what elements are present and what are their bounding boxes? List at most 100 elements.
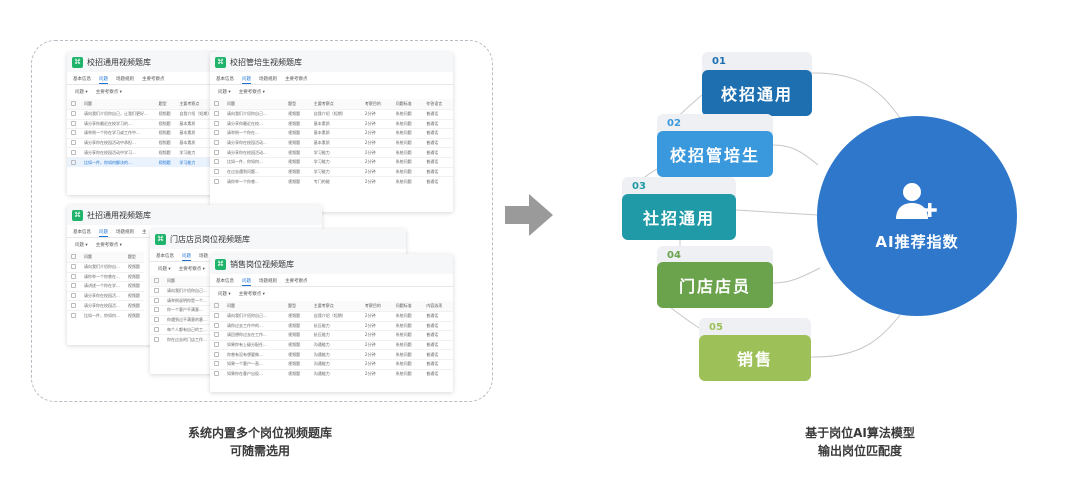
tab-basic[interactable]: 基本信息 [73,230,91,235]
row-checkbox[interactable] [214,140,219,146]
filter-question[interactable]: 问题 ▾ [75,90,88,95]
position-pill-social-general[interactable]: 社招通用 [622,194,736,240]
tab-basic[interactable]: 基本信息 [216,77,234,82]
row-checkbox[interactable] [214,111,219,117]
row-checkbox[interactable] [71,159,76,165]
tab-focus[interactable]: 主 [142,230,147,235]
table-row[interactable]: 比如一件，你如何...视频题 [67,309,144,321]
tab-questions[interactable]: 问题 [182,254,191,261]
filter-question[interactable]: 问题 ▾ [218,90,231,95]
select-all-checkbox[interactable] [214,101,219,106]
table-row[interactable]: 请举例一个你在学习或工作中...视频题基本素质 [67,128,217,139]
tab-rules[interactable]: 场题规则 [116,77,134,82]
filter-question[interactable]: 问题 ▾ [75,243,88,248]
row-checkbox[interactable] [214,168,219,174]
select-all-checkbox[interactable] [214,303,219,308]
row-checkbox[interactable] [214,120,219,126]
position-pill-sales[interactable]: 销售 [699,335,811,381]
row-checkbox[interactable] [71,293,76,299]
row-checkbox[interactable] [154,288,159,294]
table-row[interactable]: 请向我们介绍你自...视频题 [67,262,144,273]
position-pill-campus-general[interactable]: 校招通用 [702,70,812,116]
table-row[interactable]: 请分享你最近在校学习的...视频题基本素质 [67,118,217,129]
row-checkbox[interactable] [154,336,159,342]
table-row[interactable]: 请讲述一个你在学...视频题 [67,281,144,292]
row-checkbox[interactable] [214,332,219,338]
filter-focus[interactable]: 主要考察点 ▾ [95,243,122,248]
row-checkbox[interactable] [154,307,159,313]
tab-rules[interactable]: 场题 [199,254,208,259]
select-all-checkbox[interactable] [154,278,159,283]
filter-focus[interactable]: 主要考察点 ▾ [95,90,122,95]
tab-rules[interactable]: 场题规则 [259,77,277,82]
table-row[interactable]: 请向我们介绍你自己，让我们更好...视频题自我介绍（短期） [67,109,217,120]
table-row[interactable]: 请举例说明你是一个... [150,295,222,306]
row-checkbox[interactable] [71,111,76,117]
tab-questions[interactable]: 问题 [242,77,251,84]
select-all-checkbox[interactable] [71,101,76,106]
tab-rules[interactable]: 场题规则 [259,279,277,284]
tab-focus[interactable]: 主要考察点 [142,77,165,82]
row-checkbox[interactable] [214,351,219,357]
filter-focus[interactable]: 主要考察点 ▾ [178,267,205,272]
row-checkbox[interactable] [71,149,76,155]
table-row[interactable]: 你一个客户不满意... [150,305,222,316]
row-checkbox[interactable] [214,159,219,165]
position-pill-store-clerk[interactable]: 门店店员 [657,262,773,308]
table-row-highlighted[interactable]: 比如一件，你如何解决的...视频题学习能力 [67,156,217,168]
table-row[interactable]: 请向我们介绍你自己... [150,286,222,297]
tab-basic[interactable]: 基本信息 [156,254,174,259]
library-window-management-trainee[interactable]: ⌘ 校招管培生视频题库 基本信息 问题 场题规则 主要考察点 问题 ▾ 主要考察… [210,52,453,212]
row-checkbox[interactable] [71,140,76,146]
row-checkbox[interactable] [71,130,76,136]
row-checkbox[interactable] [71,302,76,308]
tab-basic[interactable]: 基本信息 [73,77,91,82]
table-row[interactable]: 请分享你在校园活动中学习...视频题学习能力 [67,147,217,158]
row-checkbox[interactable] [154,317,159,323]
select-all-checkbox[interactable] [71,254,76,259]
filter-focus[interactable]: 主要考察点 ▾ [238,292,265,297]
table-row[interactable]: 你遇到过不满意的客... [150,314,222,325]
row-checkbox[interactable] [214,178,219,184]
row-checkbox[interactable] [214,342,219,348]
row-checkbox[interactable] [71,273,76,279]
row-checkbox[interactable] [154,326,159,332]
row-checkbox[interactable] [214,313,219,319]
filter-question[interactable]: 问题 ▾ [158,267,171,272]
tab-focus[interactable]: 主要考察点 [285,77,308,82]
row-checkbox[interactable] [214,130,219,136]
table-row[interactable]: 请向我们介绍你自己...视频题自我介绍（短期）2分钟系统问题普通话 [210,311,453,322]
library-window-campus-general[interactable]: ⌘ 校招通用视频题库 基本信息 问题 场题规则 主要考察点 问题 ▾ 主要考察点… [67,52,217,195]
filter-question[interactable]: 问题 ▾ [218,292,231,297]
library-window-sales[interactable]: ⌘ 销售岗位视频题库 基本信息 问题 场题规则 主要考察点 问题 ▾ 主要考察点… [210,254,453,392]
table-row[interactable]: 每个人都有自己的工... [150,324,222,335]
filter-focus[interactable]: 主要考察点 ▾ [238,90,265,95]
table-row[interactable]: 请分享你在校园活...视频题 [67,300,144,311]
table-row[interactable]: 请向我们介绍你自己...视频题自我介绍（短期）2分钟系统问题普通话 [210,109,453,120]
row-checkbox[interactable] [214,322,219,328]
row-checkbox[interactable] [214,371,219,377]
tab-questions[interactable]: 问题 [242,279,251,286]
row-checkbox[interactable] [154,297,159,303]
table-row[interactable]: 请分享你在校园活动中承担...视频题基本素质 [67,137,217,148]
position-pill-management-trainee[interactable]: 校招管培生 [657,131,773,177]
row-checkbox[interactable] [71,120,76,126]
row-checkbox[interactable] [71,312,76,318]
row-checkbox[interactable] [71,264,76,270]
tab-basic[interactable]: 基本信息 [216,279,234,284]
row-checkbox[interactable] [214,361,219,367]
row-checkbox[interactable] [214,149,219,155]
table-row[interactable]: 你在过去的门店工作... [150,333,222,345]
